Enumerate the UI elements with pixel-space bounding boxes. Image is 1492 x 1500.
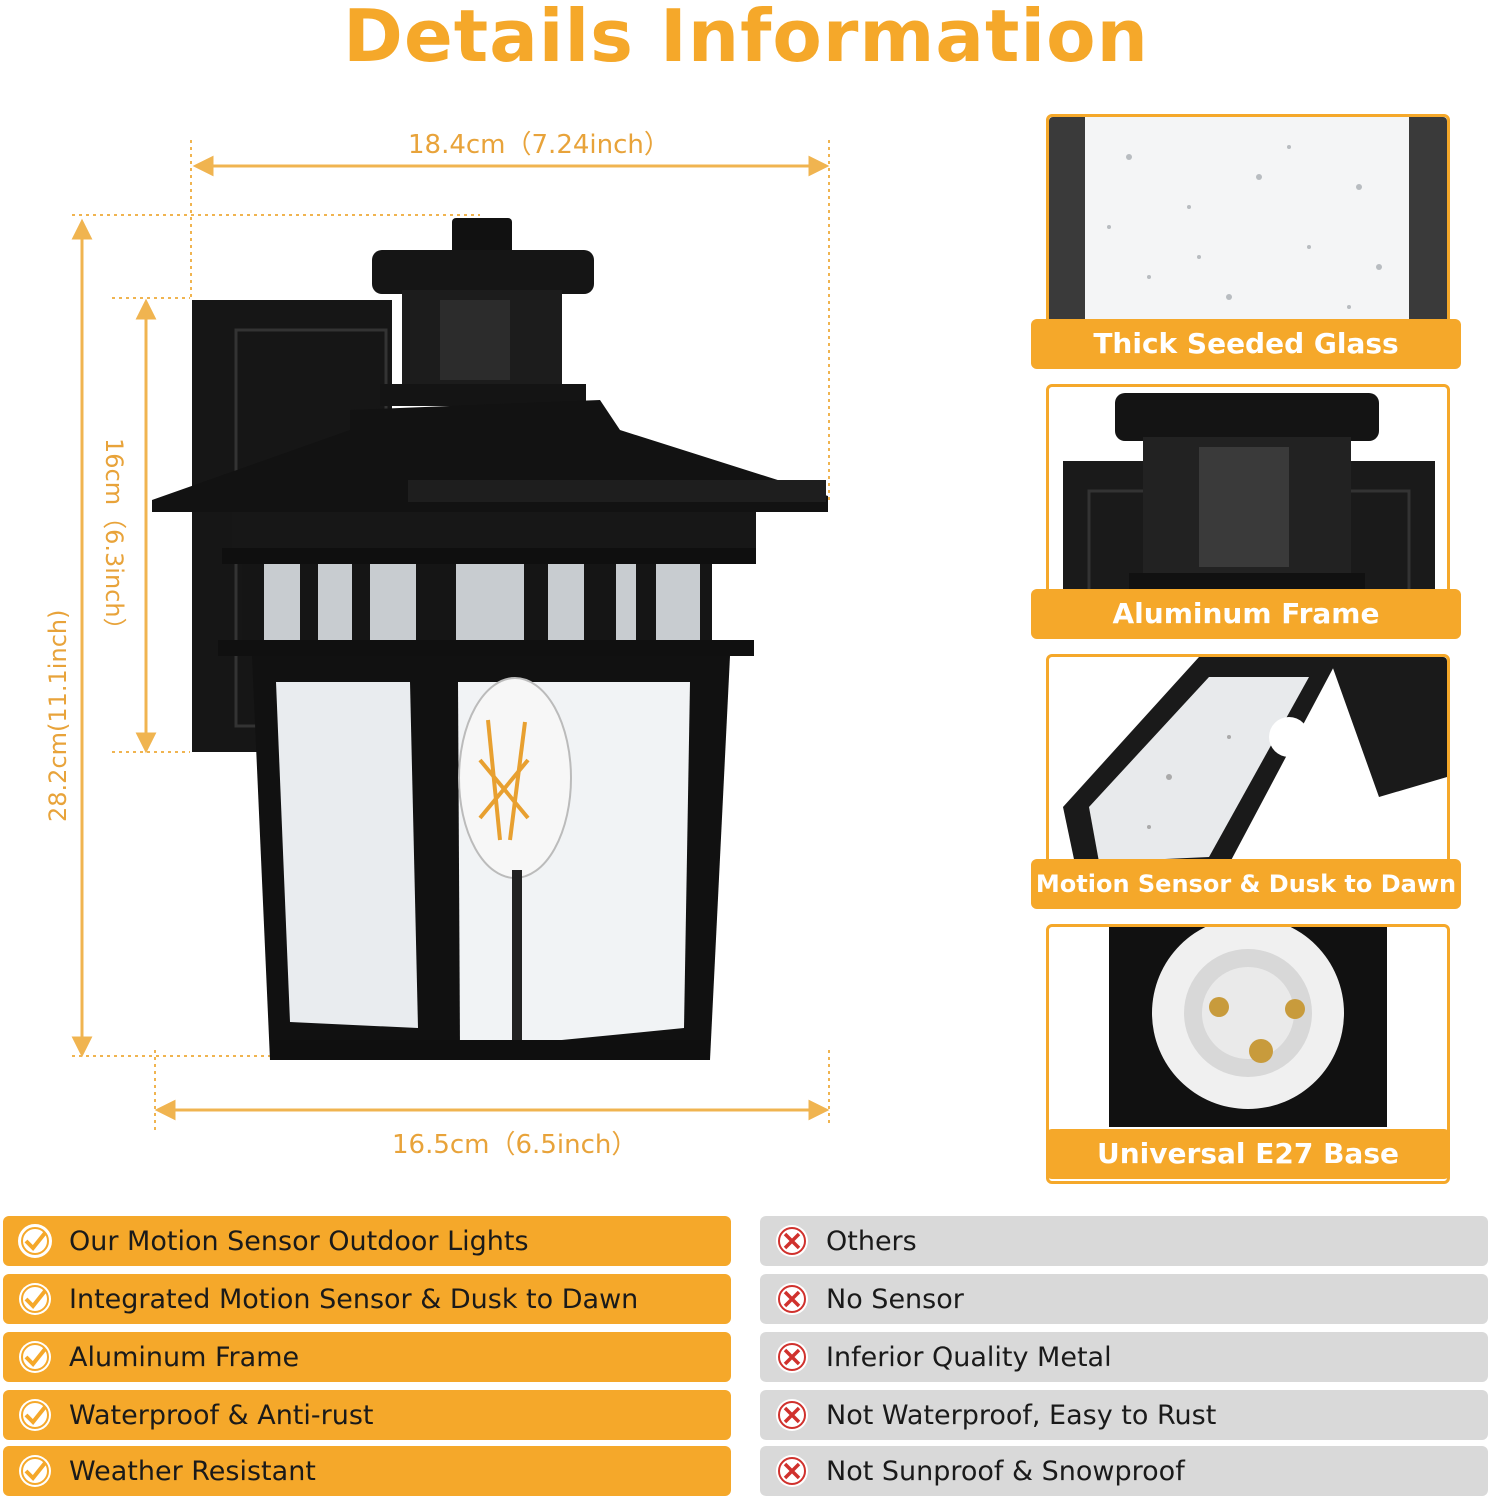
comparison-text: Aluminum Frame: [69, 1341, 300, 1373]
comparison-row-ours: Waterproof & Anti-rust: [3, 1390, 731, 1440]
feature-label: Aluminum Frame: [1031, 589, 1461, 639]
feature-card-motion-sensor: Motion Sensor & Dusk to Dawn: [1031, 654, 1461, 909]
comparison-text: Our Motion Sensor Outdoor Lights: [69, 1225, 529, 1257]
feature-card-e27-base: Universal E27 Base: [1046, 924, 1450, 1184]
comparison-row-ours: Weather Resistant: [3, 1446, 731, 1496]
comparison-row-others: Inferior Quality Metal: [760, 1332, 1488, 1382]
comparison-row-others: Not Sunproof & Snowproof: [760, 1446, 1488, 1496]
comparison-text: No Sensor: [826, 1283, 964, 1315]
page-title: Details Information: [343, 0, 1149, 78]
feature-card-aluminum-frame: Aluminum Frame: [1031, 384, 1461, 639]
total-height-label: 28.2cm(11.1inch): [44, 609, 72, 822]
feature-label: Thick Seeded Glass: [1031, 319, 1461, 369]
checkmark-icon: [19, 1341, 51, 1373]
checkmark-icon: [19, 1283, 51, 1315]
cross-icon: [776, 1455, 808, 1487]
comparison-text: Not Sunproof & Snowproof: [826, 1455, 1185, 1487]
comparison-text: Integrated Motion Sensor & Dusk to Dawn: [69, 1283, 639, 1315]
seeded-glass-closeup-icon: [1049, 117, 1447, 343]
comparison-text: Inferior Quality Metal: [826, 1341, 1112, 1373]
checkmark-icon: [18, 1224, 52, 1258]
cross-icon: [776, 1225, 808, 1257]
comparison-row-others: No Sensor: [760, 1274, 1488, 1324]
feature-label: Universal E27 Base: [1046, 1129, 1450, 1179]
comparison-row-others: Not Waterproof, Easy to Rust: [760, 1390, 1488, 1440]
cross-icon: [776, 1341, 808, 1373]
lamp-illustration: [71, 140, 830, 1130]
feature-card-seeded-glass: Thick Seeded Glass: [1031, 114, 1461, 369]
comparison-row-ours: Our Motion Sensor Outdoor Lights: [3, 1216, 731, 1266]
motion-sensor-closeup-icon: [1049, 387, 1447, 613]
comparison-text: Weather Resistant: [69, 1455, 316, 1487]
comparison-text: Waterproof & Anti-rust: [69, 1399, 374, 1431]
comparison-row-ours: Integrated Motion Sensor & Dusk to Dawn: [3, 1274, 731, 1324]
comparison-row-ours: Aluminum Frame: [3, 1332, 731, 1382]
top-width-label: 18.4cm（7.24inch）: [408, 130, 670, 160]
lamp-frame-closeup-icon: [1049, 657, 1447, 883]
bottom-width-label: 16.5cm（6.5inch）: [392, 1130, 638, 1160]
checkmark-icon: [19, 1455, 51, 1487]
comparison-text: Others: [826, 1225, 917, 1257]
feature-label: Motion Sensor & Dusk to Dawn: [1031, 859, 1461, 909]
cross-icon: [776, 1283, 808, 1315]
comparison-row-others: Others: [760, 1216, 1488, 1266]
cross-icon: [776, 1399, 808, 1431]
backplate-height-label: 16cm（6.3inch）: [100, 438, 128, 642]
comparison-text: Not Waterproof, Easy to Rust: [826, 1399, 1217, 1431]
checkmark-icon: [19, 1399, 51, 1431]
